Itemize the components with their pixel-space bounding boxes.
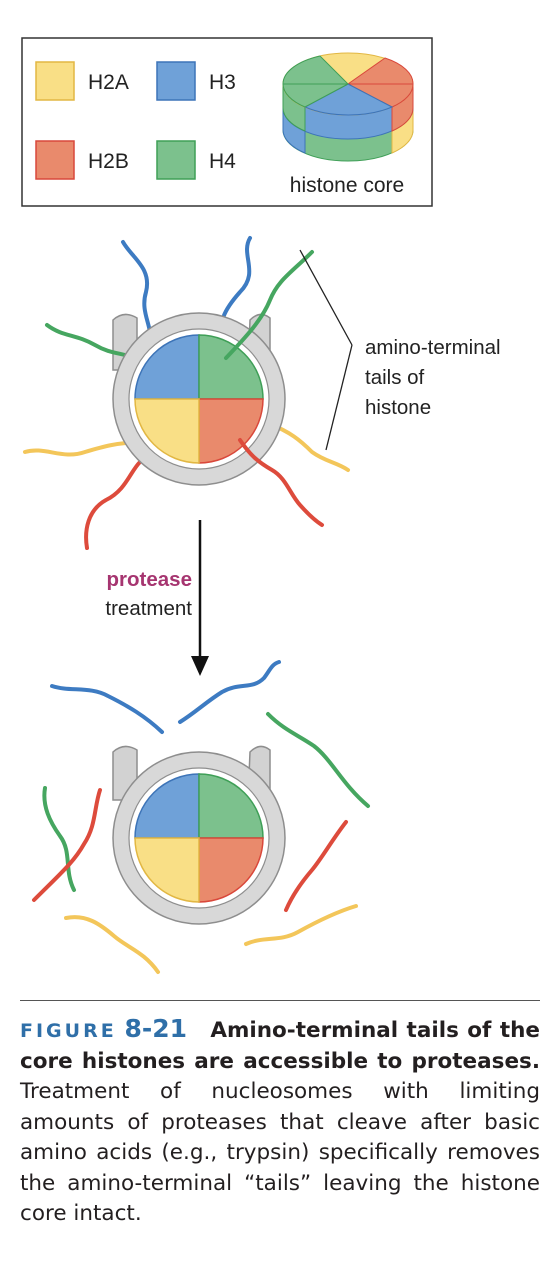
legend-swatch-h2a — [35, 61, 75, 101]
legend-swatch-h4 — [156, 140, 196, 180]
figure-caption: FIGURE 8-21 Amino-terminal tails of the … — [20, 1014, 540, 1276]
core-quadrant-h4 — [198, 334, 264, 400]
legend-label-h2a: H2A — [88, 71, 129, 94]
protease-arrow: protease treatment — [105, 520, 209, 676]
legend: H2A H3 H2B H4 histone core — [21, 37, 433, 207]
free-tail-h3-2 — [178, 660, 281, 724]
legend-label-h2b: H2B — [88, 150, 129, 173]
tail-h4-front — [224, 250, 314, 360]
legend-swatch-h2b — [35, 140, 75, 180]
core-quadrant-h3 — [134, 334, 200, 400]
annotation-line-1: amino-terminal — [365, 336, 501, 359]
free-tails — [32, 660, 370, 974]
nucleosome-with-tails — [23, 236, 350, 550]
legend-swatch-h3 — [156, 61, 196, 101]
caption-body: Treatment of nucleosomes with limiting a… — [20, 1079, 540, 1226]
core-quadrant-h2a-bottom — [134, 837, 200, 903]
free-tail-h4-2 — [42, 786, 76, 892]
legend-label-h3: H3 — [209, 71, 236, 94]
caption-rule — [20, 1000, 540, 1001]
arrowhead — [191, 656, 209, 676]
core-quadrant-h2b-bottom — [198, 837, 264, 903]
annotation-line-2: tails of — [365, 366, 425, 389]
arrow-label-protease: protease — [107, 568, 192, 591]
legend-label-h4: H4 — [209, 150, 236, 173]
free-tail-h3-1 — [50, 684, 164, 734]
caption-figure-word: FIGURE — [20, 1020, 117, 1042]
nucleosome-diagram: H2A H3 H2B H4 histone core — [21, 37, 501, 974]
histone-core-cylinder — [282, 52, 414, 162]
tail-h2a-right — [268, 422, 350, 472]
tail-h2b-front — [238, 438, 324, 527]
tail-h3-top-left — [121, 240, 153, 342]
legend-core-label: histone core — [290, 174, 404, 197]
arrow-label-treatment: treatment — [105, 597, 192, 620]
caption-title: Amino-terminal tails of the core histone… — [20, 1018, 540, 1074]
free-tail-h2a-2 — [244, 904, 358, 946]
free-tail-h4-1 — [266, 712, 370, 808]
tail-h2a-left — [23, 440, 140, 457]
core-quadrant-h4-bottom — [198, 773, 264, 839]
callout-line-lower — [325, 344, 353, 451]
core-quadrant-h2a — [134, 398, 200, 464]
annotation-line-3: histone — [365, 396, 431, 419]
free-tail-h2a-1 — [64, 915, 160, 974]
callout-line-upper — [299, 249, 353, 346]
core-quadrant-h3-bottom — [134, 773, 200, 839]
free-tail-h2b-2 — [284, 820, 348, 912]
tail-h2b-left — [84, 460, 142, 550]
free-tail-h2b-1 — [32, 788, 102, 902]
caption-figure-number: 8-21 — [124, 1014, 188, 1043]
annotation-callout: amino-terminal tails of histone — [299, 249, 501, 451]
nucleosome-cleaved — [112, 745, 286, 925]
